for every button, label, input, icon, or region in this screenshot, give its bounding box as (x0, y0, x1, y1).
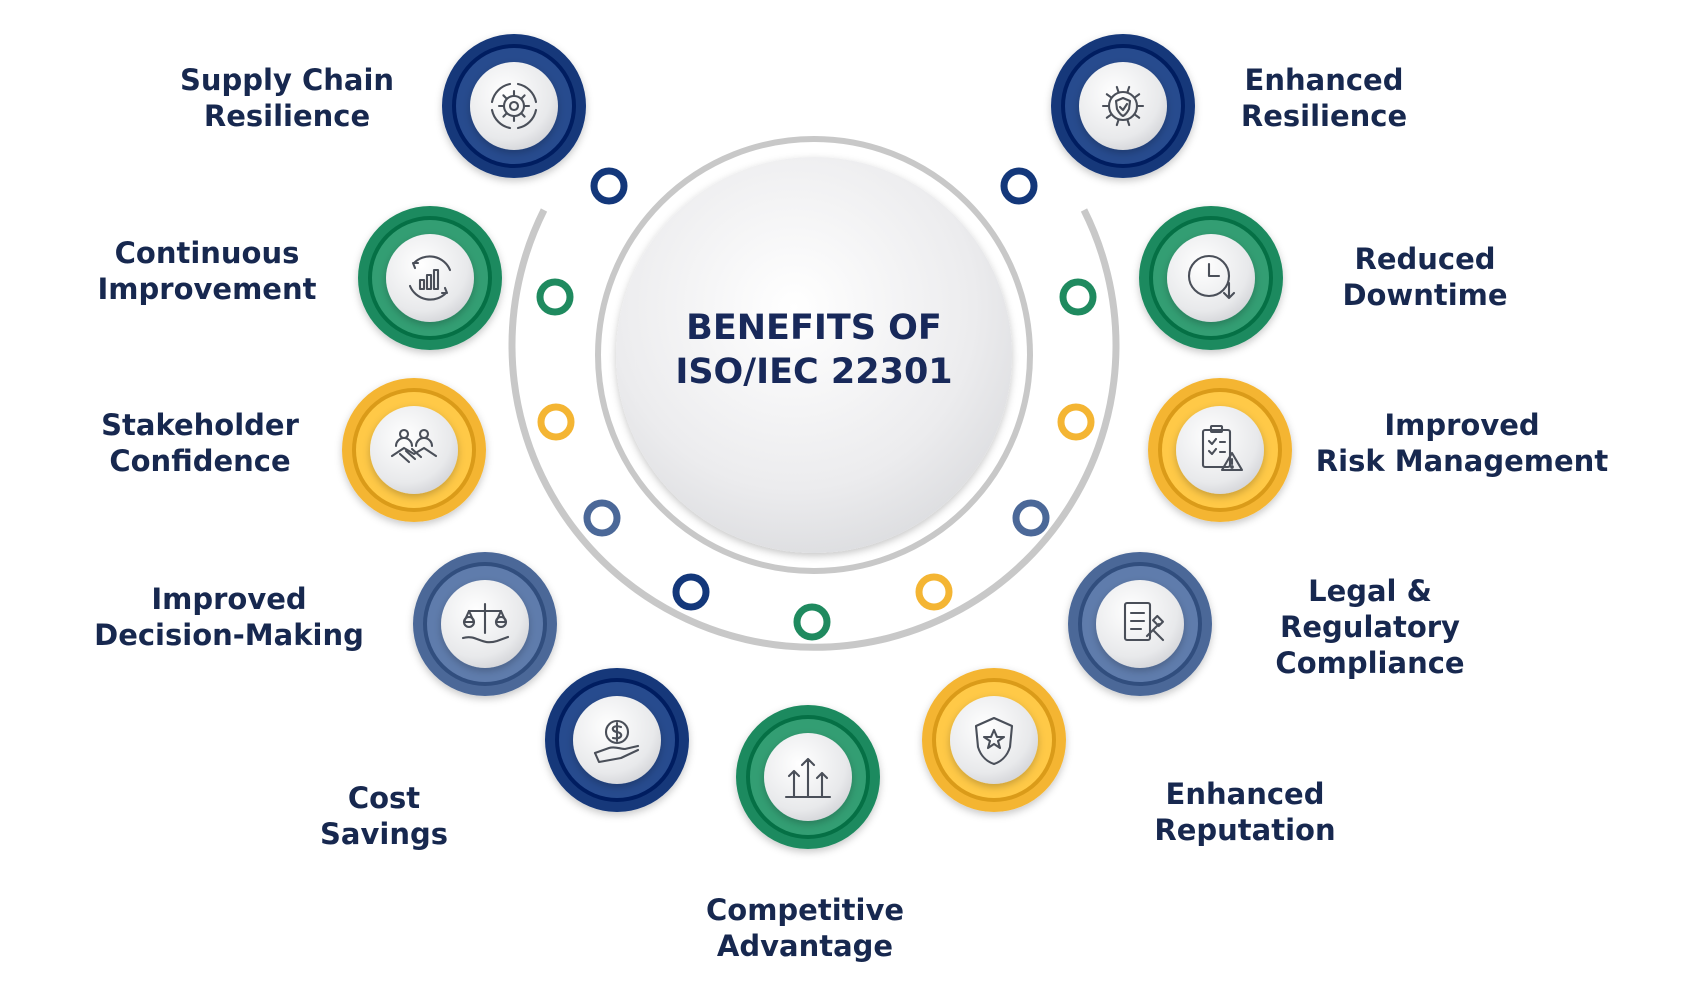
clock-down-icon (1187, 254, 1236, 300)
connector-dot (793, 603, 831, 641)
center-title-line: BENEFITS OF (686, 308, 942, 348)
gear-cycle-icon (490, 82, 538, 130)
benefit-label-line: Risk Management (1315, 444, 1609, 478)
connector-dot (915, 573, 953, 611)
benefit-label-line: Improved (151, 582, 307, 616)
benefit-label-line: Supply Chain (179, 63, 395, 97)
benefit-label-line: Cost (347, 781, 421, 815)
growth-cycle-icon (408, 255, 452, 301)
handshake-icon (390, 428, 438, 464)
risk-checklist-icon (1201, 424, 1244, 472)
connector-dot (1057, 403, 1095, 441)
benefit-node-competitive-advantage (736, 705, 880, 849)
center-title: BENEFITS OF ISO/IEC 22301 (675, 306, 952, 394)
benefit-label-line: Enhanced (1165, 777, 1325, 811)
connector-dot (583, 499, 621, 537)
benefit-label-line: Reduced (1354, 242, 1496, 276)
benefit-node-stakeholder-confidence (342, 378, 486, 522)
benefit-label-line: Regulatory (1280, 610, 1460, 644)
benefit-node-reduced-downtime (1139, 206, 1283, 350)
benefit-node-cost-savings (545, 668, 689, 812)
connector-dot (1012, 499, 1050, 537)
benefit-label-line: Confidence (109, 444, 291, 478)
benefit-label-line: Advantage (716, 929, 894, 963)
connector-dot (1000, 167, 1038, 205)
benefit-node-supply-chain-resilience (442, 34, 586, 178)
benefit-label-line: Stakeholder (101, 408, 299, 442)
benefit-node-legal-regulatory-compliance (1068, 552, 1212, 696)
benefit-label-line: Improvement (97, 272, 317, 306)
benefit-node-improved-risk-management (1148, 378, 1292, 522)
benefit-label-line: Continuous (114, 236, 300, 270)
rising-arrows-icon (784, 757, 832, 799)
connector-dot (590, 167, 628, 205)
benefit-node-enhanced-reputation (922, 668, 1066, 812)
benefit-label-line: Legal & (1308, 574, 1432, 608)
connector-dots (536, 167, 1097, 641)
benefit-label-line: Compliance (1275, 646, 1465, 680)
connector-dot (537, 403, 575, 441)
center-title-line: ISO/IEC 22301 (675, 352, 953, 392)
benefit-nodes (342, 34, 1292, 849)
benefit-label-line: Enhanced (1244, 63, 1404, 97)
benefit-label-line: Reputation (1154, 813, 1336, 847)
benefit-label-line: Resilience (203, 99, 371, 133)
benefit-label-line: Decision-Making (94, 618, 364, 652)
gear-shield-icon (1101, 85, 1145, 127)
benefit-label-line: Savings (320, 817, 448, 851)
benefit-node-continuous-improvement (358, 206, 502, 350)
benefit-node-improved-decision-making (413, 552, 557, 696)
benefit-label-line: Competitive (705, 893, 905, 927)
connector-dot (1059, 278, 1097, 316)
connector-dot (672, 573, 710, 611)
benefit-label-line: Resilience (1240, 99, 1408, 133)
outer-ring-arc (508, 208, 1120, 651)
benefit-node-enhanced-resilience (1051, 34, 1195, 178)
connector-dot (536, 278, 574, 316)
benefit-label-line: Downtime (1342, 278, 1508, 312)
shield-star-icon (974, 716, 1014, 766)
balance-scale-icon (461, 602, 510, 644)
compliance-document-icon (1123, 601, 1165, 642)
benefit-label-line: Improved (1384, 408, 1540, 442)
center-disc (616, 157, 1012, 553)
money-hand-icon (593, 719, 640, 764)
